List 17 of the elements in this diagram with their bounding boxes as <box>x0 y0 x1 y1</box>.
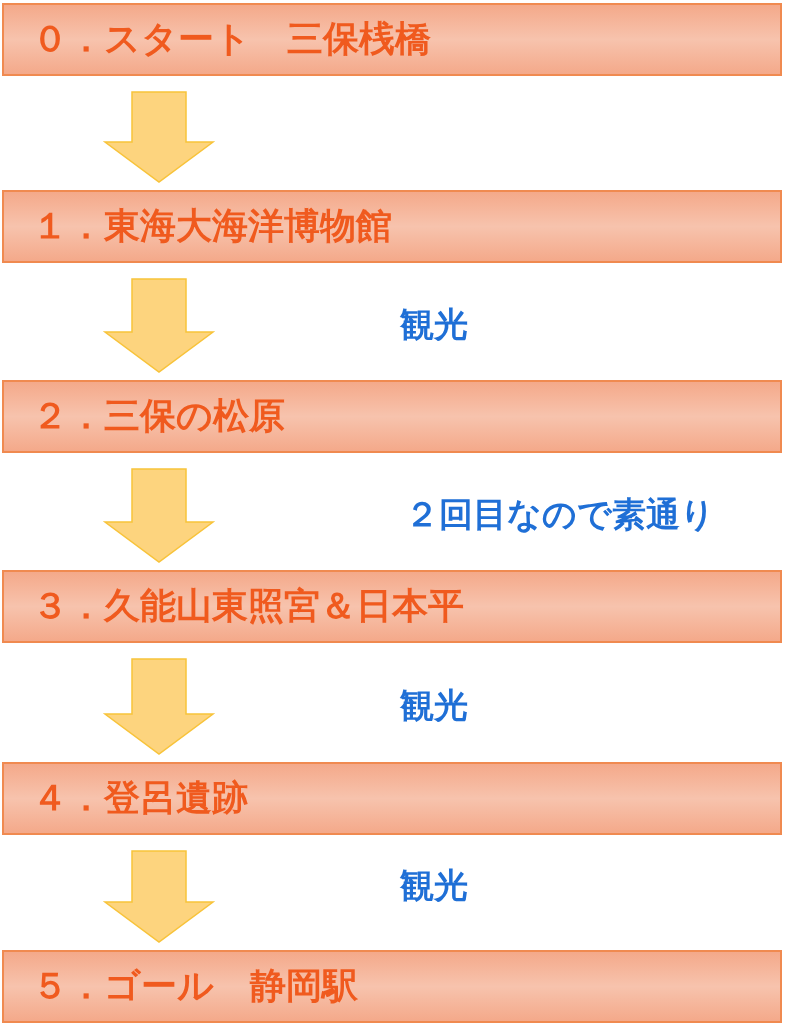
block-arrow <box>102 850 216 943</box>
step-label: ４．登呂遺跡 <box>32 776 248 820</box>
step-label: ２．三保の松原 <box>32 394 285 438</box>
step-label: １．東海大海洋博物館 <box>32 204 392 248</box>
block-arrow <box>102 468 216 563</box>
step-box <box>2 762 782 835</box>
step-box <box>2 950 782 1023</box>
block-arrow <box>102 278 216 373</box>
step-label: ０．スタート 三保桟橋 <box>32 17 431 61</box>
step-box <box>2 190 782 263</box>
block-arrow <box>102 658 216 755</box>
step-box <box>2 3 782 76</box>
step-box <box>2 380 782 453</box>
step-label: ５．ゴール 静岡駅 <box>32 964 358 1008</box>
step-box <box>2 570 782 643</box>
step-label: ３．久能山東照宮＆日本平 <box>32 584 464 628</box>
block-arrow <box>102 91 216 183</box>
